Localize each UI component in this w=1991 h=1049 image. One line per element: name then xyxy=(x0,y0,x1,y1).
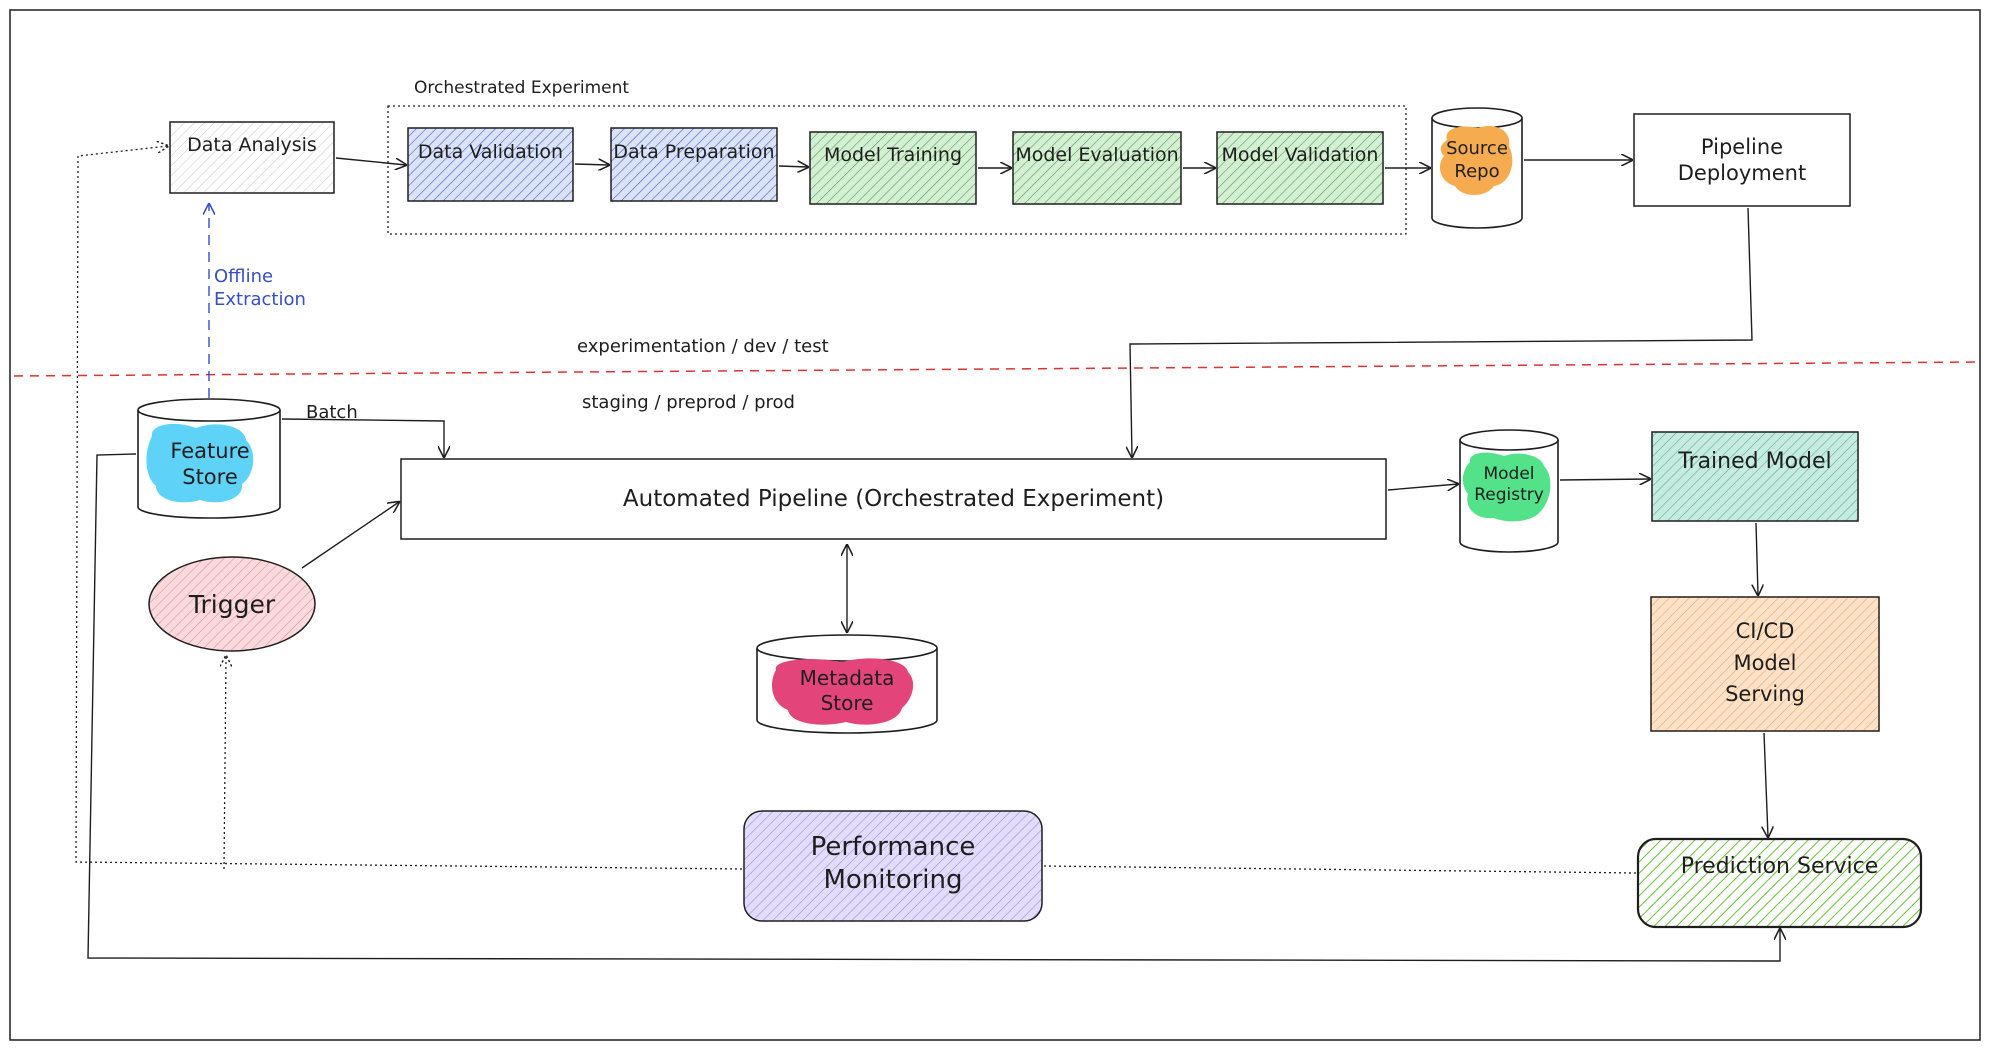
environment-divider xyxy=(13,361,1979,377)
automated-pipeline-label: Automated Pipeline (Orchestrated Experim… xyxy=(622,486,1165,512)
trained-model-box xyxy=(1651,431,1859,522)
cicd-model-serving-box xyxy=(1650,596,1880,732)
diagram-frame xyxy=(9,9,1981,1041)
metadata-store-label: Metadata Store xyxy=(799,666,895,715)
model-training-label: Model Training xyxy=(823,144,963,166)
data-preparation-box xyxy=(610,127,778,202)
data-analysis-box xyxy=(169,121,335,194)
source-repo-label: Source Repo xyxy=(1446,138,1508,182)
data-validation-box xyxy=(407,127,574,202)
arrow-feature-store-batch xyxy=(281,418,444,457)
monitoring-feedback-line xyxy=(1043,865,1637,874)
metadata-store-cylinder xyxy=(756,634,938,734)
arrow-trained-model-to-cicd xyxy=(1756,522,1758,595)
model-training-box xyxy=(809,131,977,205)
arrow-trigger-to-pipeline xyxy=(301,502,399,569)
zone-label-staging: staging / preprod / prod xyxy=(582,392,795,413)
arrow-preparation-to-training xyxy=(778,166,808,167)
arrow-validation-to-preparation xyxy=(574,164,609,165)
feature-store-cylinder xyxy=(137,398,281,519)
data-validation-label: Data Validation xyxy=(417,141,564,163)
model-validation-box xyxy=(1216,131,1384,205)
cicd-model-serving-label: CI/CD Model Serving xyxy=(1725,619,1805,706)
prediction-service-label: Prediction Service xyxy=(1680,854,1879,879)
model-registry-label: Model Registry xyxy=(1474,464,1544,506)
model-evaluation-label: Model Evaluation xyxy=(1015,144,1179,166)
arrow-cicd-to-prediction-service xyxy=(1764,732,1768,837)
data-preparation-label: Data Preparation xyxy=(613,141,775,163)
source-repo-cylinder xyxy=(1431,107,1523,229)
arrow-feature-store-to-prediction-service xyxy=(87,453,1780,962)
automated-pipeline-box xyxy=(400,458,1387,540)
model-validation-label: Model Validation xyxy=(1221,144,1379,166)
pipeline-deployment-box xyxy=(1633,113,1851,207)
trigger-label: Trigger xyxy=(188,590,276,619)
pipeline-deployment-label: Pipeline Deployment xyxy=(1677,135,1807,186)
data-analysis-label: Data Analysis xyxy=(187,134,317,156)
arrow-registry-to-trained-model xyxy=(1559,479,1650,480)
model-registry-cylinder xyxy=(1459,429,1559,553)
arrow-deployment-to-automated-pipeline xyxy=(1130,207,1753,457)
arrow-pipeline-to-model-registry xyxy=(1387,484,1458,490)
zone-label-experimentation: experimentation / dev / test xyxy=(577,336,829,357)
orchestrated-experiment-group xyxy=(387,105,1407,235)
performance-monitoring-label: Performance Monitoring xyxy=(810,832,976,895)
arrow-monitoring-to-trigger xyxy=(224,656,226,870)
performance-monitoring-box xyxy=(743,810,1043,922)
trained-model-label: Trained Model xyxy=(1678,449,1832,474)
orchestrated-experiment-label: Orchestrated Experiment xyxy=(414,78,630,98)
model-evaluation-box xyxy=(1012,131,1182,205)
prediction-service-box xyxy=(1636,837,1923,929)
batch-label: Batch xyxy=(306,402,358,423)
arrow-analysis-to-validation xyxy=(335,157,406,165)
feature-store-label: Feature Store xyxy=(170,439,250,490)
offline-extraction-label: Offline Extraction xyxy=(214,266,306,310)
